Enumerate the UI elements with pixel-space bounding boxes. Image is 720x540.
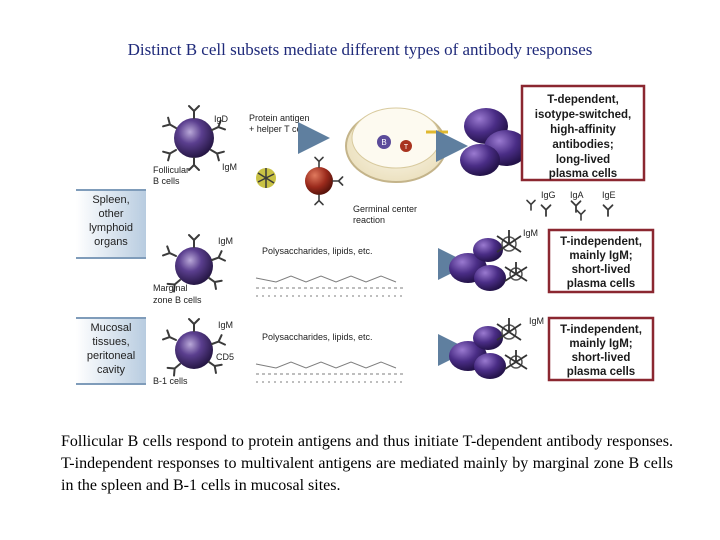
b1-cell-label: B-1 cells xyxy=(153,376,188,386)
cd5-marker-label: CD5 xyxy=(216,352,234,362)
row2-result-box: T-independent, mainly IgM; short-lived p… xyxy=(547,228,655,294)
follicular-b-cell xyxy=(162,105,226,171)
mucosal-label-line-1: Mucosal xyxy=(91,322,132,334)
marginal-cell-label-line-2: zone B cells xyxy=(153,295,202,305)
follicular-cell-label-line-1: Follicular xyxy=(153,165,189,175)
mucosal-label-line-2: tissues, xyxy=(92,336,129,348)
result2-line-3: short-lived xyxy=(572,264,631,276)
mucosal-label-line-3: peritoneal xyxy=(87,350,135,362)
igd-marker-label: IgD xyxy=(214,114,229,124)
result3-line-2: mainly IgM; xyxy=(569,338,632,350)
row2-output-igm-label: IgM xyxy=(523,228,538,238)
iga-label: IgA xyxy=(570,190,584,200)
row3-polysaccharide-chains-icon xyxy=(255,361,406,383)
result2-line-2: mainly IgM; xyxy=(569,250,632,262)
helper-t-cell xyxy=(305,156,344,206)
mucosal-label-line-4: cavity xyxy=(97,364,126,376)
result2-line-4: plasma cells xyxy=(567,278,635,290)
mucosal-label-box: Mucosal tissues, peritoneal cavity xyxy=(76,317,146,385)
germinal-center-label-line-2: reaction xyxy=(353,215,385,225)
follicular-cell-label-line-2: B cells xyxy=(153,176,180,186)
ige-label: IgE xyxy=(602,190,616,200)
b1-igm-marker-label: IgM xyxy=(218,320,233,330)
marginal-cell-label-line-1: Marginal xyxy=(153,283,188,293)
spleen-label-line-1: Spleen, xyxy=(92,194,129,206)
result2-line-1: T-independent, xyxy=(560,236,642,248)
result1-line-1: T-dependent, xyxy=(547,94,619,106)
result3-line-1: T-independent, xyxy=(560,324,642,336)
protein-antigen-cluster-icon xyxy=(256,168,276,188)
germinal-b-cell-label: B xyxy=(381,138,386,147)
result3-line-4: plasma cells xyxy=(567,366,635,378)
germinal-center-label-line-1: Germinal center xyxy=(353,204,417,214)
row2-polysaccharide-chains-icon xyxy=(255,275,406,297)
slide-caption: Follicular B cells respond to protein an… xyxy=(61,433,673,494)
igg-label: IgG xyxy=(541,190,556,200)
spleen-label-line-2: other xyxy=(98,208,123,220)
row2-plasma-cells xyxy=(449,238,506,291)
result1-line-4: antibodies; xyxy=(552,139,613,151)
spleen-label-line-4: organs xyxy=(94,236,128,248)
row3-igm-pentamer-icon xyxy=(496,318,528,370)
protein-antigen-label-line-2: + helper T cell xyxy=(249,124,305,134)
germinal-center-icon xyxy=(345,107,448,183)
row3-result-box: T-independent, mainly IgM; short-lived p… xyxy=(547,316,655,382)
protein-antigen-label-line-1: Protein antigen xyxy=(249,113,310,123)
t-dependent-result-box: T-dependent, isotype-switched, high-affi… xyxy=(520,84,646,182)
row2-antigen-label: Polysaccharides, lipids, etc. xyxy=(262,246,373,256)
row3-antigen-label: Polysaccharides, lipids, etc. xyxy=(262,332,373,342)
spleen-label-line-3: lymphoid xyxy=(89,222,133,234)
spleen-label-box: Spleen, other lymphoid organs xyxy=(76,189,146,259)
result1-line-3: high-affinity xyxy=(550,124,616,136)
marginal-igm-marker-label: IgM xyxy=(218,236,233,246)
row3-plasma-cells xyxy=(449,326,506,379)
result1-line-2: isotype-switched, xyxy=(535,109,632,121)
b1-cell xyxy=(162,318,226,377)
slide-title: Distinct B cell subsets mediate differen… xyxy=(127,40,593,59)
row2-igm-pentamer-icon xyxy=(496,230,528,282)
follicular-igm-marker-label: IgM xyxy=(222,162,237,172)
germinal-t-cell-label: T xyxy=(404,144,409,151)
row3-output-igm-label: IgM xyxy=(529,316,544,326)
result3-line-3: short-lived xyxy=(572,352,631,364)
result1-line-5: long-lived xyxy=(556,154,610,166)
switched-antibodies-icon xyxy=(526,199,614,221)
marginal-zone-b-cell xyxy=(162,234,226,293)
long-lived-plasma-cells xyxy=(460,108,528,176)
b-cell-subsets-diagram: Spleen, other lymphoid organs Mucosal ti… xyxy=(76,84,655,386)
result1-line-6: plasma cells xyxy=(549,168,617,180)
